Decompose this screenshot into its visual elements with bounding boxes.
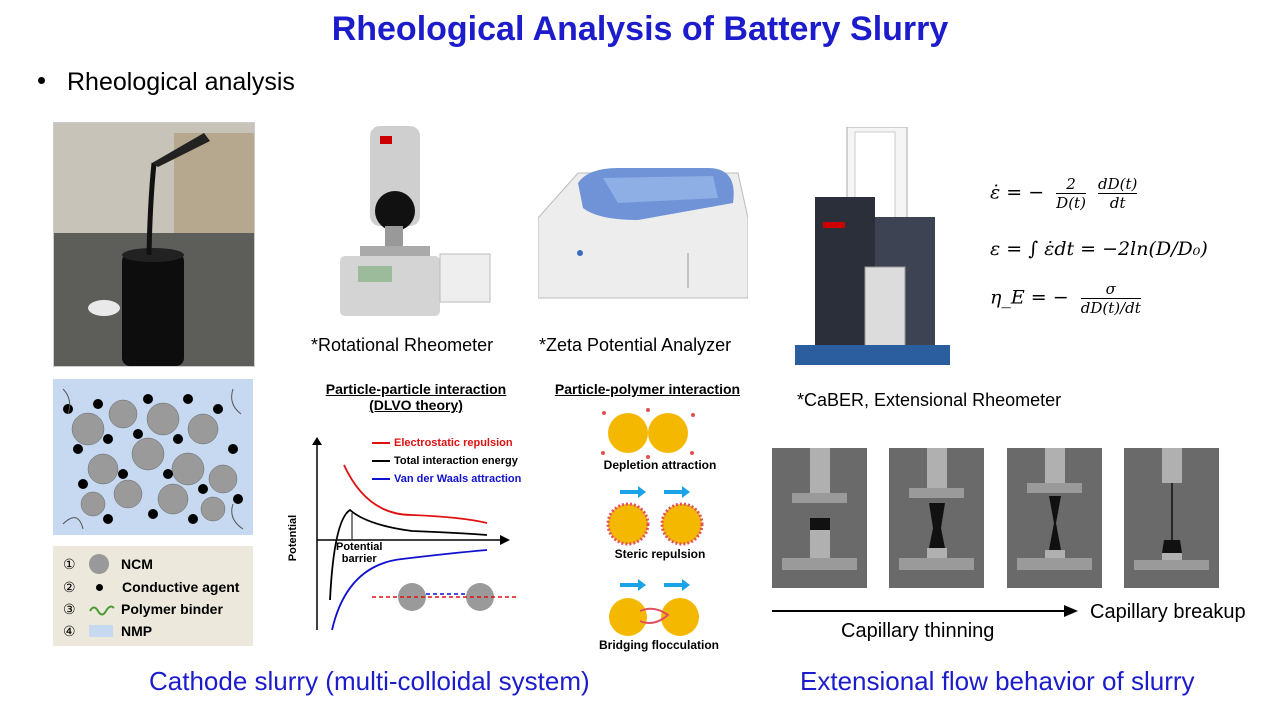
- potential-axis-label: Potential: [287, 514, 300, 562]
- eq1-den2: dt: [1109, 194, 1126, 212]
- eq1-fraction2: dD(t) dt: [1097, 175, 1138, 212]
- slide-title: Rheological Analysis of Battery Slurry: [331, 10, 949, 48]
- capillary-thinning-label: Capillary thinning: [841, 620, 995, 642]
- dlvo-heading-line2: (DLVO theory): [369, 397, 463, 413]
- rotational-rheometer-image: [340, 126, 491, 316]
- slurry-jar-photo: [53, 122, 255, 367]
- ncm-icon: [89, 554, 109, 574]
- van-der-waals-curve: [331, 549, 488, 631]
- capillary-arrow: [772, 605, 1078, 617]
- legend-number: ④: [63, 622, 76, 639]
- slurry-microstructure-diagram: [53, 379, 253, 535]
- legend-electrostatic: Electrostatic repulsion: [394, 437, 513, 449]
- legend-label: Conductive agent: [122, 579, 240, 595]
- strain-equation: ε = ∫ ε̇dt = −2ln(D/D₀): [990, 238, 1208, 260]
- capillary-frame-3: [1007, 448, 1102, 588]
- steric-repulsion-diagram: [606, 486, 704, 546]
- legend-number: ①: [63, 555, 76, 572]
- capillary-frame-1: [772, 448, 867, 588]
- conductive-agent-icon: [96, 583, 103, 591]
- bullet-item: Rheological analysis: [38, 68, 295, 97]
- extensional-viscosity-equation: η_E = − σ dD(t)/dt: [990, 280, 1141, 317]
- caber-image: [795, 127, 950, 365]
- legend-nmp: ④ NMP: [63, 621, 152, 641]
- dlvo-heading-line1: Particle-particle interaction: [325, 381, 507, 397]
- legend-total: Total interaction energy: [394, 455, 518, 467]
- extensional-flow-caption: Extensional flow behavior of slurry: [800, 666, 1195, 696]
- legend-ncm: ① NCM: [63, 554, 153, 574]
- legend-conductive: ② Conductive agent: [63, 577, 239, 597]
- depletion-label: Depletion attraction: [603, 458, 717, 472]
- cathode-slurry-caption: Cathode slurry (multi-colloidal system): [149, 666, 590, 696]
- electrostatic-repulsion-curve: [343, 464, 488, 524]
- eq1-num2: dD(t): [1097, 175, 1138, 194]
- zeta-analyzer-image: [538, 168, 748, 299]
- eq1-den: D(t): [1056, 194, 1086, 212]
- bridging-flocculation-diagram: [609, 579, 699, 636]
- depletion-attraction-diagram: [601, 408, 695, 459]
- dlvo-potential-plot: [312, 437, 517, 631]
- steric-label: Steric repulsion: [614, 547, 706, 561]
- eq3-num: σ: [1080, 280, 1141, 299]
- eq1-num: 2: [1056, 175, 1086, 194]
- eq1-fraction1: 2 D(t): [1056, 175, 1086, 212]
- zeta-analyzer-caption: *Zeta Potential Analyzer: [539, 335, 732, 355]
- legend-binder: ③ Polymer binder: [63, 599, 223, 619]
- bridging-label: Bridging flocculation: [599, 638, 719, 652]
- legend-label: NCM: [121, 556, 153, 572]
- eq3-fraction: σ dD(t)/dt: [1080, 280, 1141, 317]
- dlvo-heading: Particle-particle interaction (DLVO theo…: [310, 381, 522, 413]
- bullet-dot: [38, 76, 45, 84]
- eq1-lhs: ε̇ = −: [990, 181, 1045, 204]
- legend-box: ① NCM ② Conductive agent ③ Polymer binde…: [53, 546, 253, 646]
- rotational-rheometer-caption: *Rotational Rheometer: [311, 335, 494, 355]
- nmp-icon: [89, 625, 113, 637]
- capillary-frame-2: [889, 448, 984, 588]
- particle-polymer-heading: Particle-polymer interaction: [554, 381, 741, 397]
- eq3-den: dD(t)/dt: [1080, 299, 1141, 317]
- capillary-breakup-label: Capillary breakup: [1090, 601, 1246, 623]
- strain-rate-equation: ε̇ = − 2 D(t) dD(t) dt: [990, 175, 1138, 212]
- potential-barrier-label: Potential barrier: [336, 541, 382, 565]
- legend-number: ②: [63, 578, 76, 595]
- caber-caption: *CaBER, Extensional Rheometer: [797, 390, 1062, 410]
- legend-vdw: Van der Waals attraction: [394, 473, 522, 485]
- legend-label: Polymer binder: [121, 601, 223, 617]
- capillary-frame-4: [1124, 448, 1219, 588]
- polymer-binder-icon: [89, 605, 115, 616]
- total-energy-curve: [329, 508, 488, 601]
- legend-label: NMP: [121, 623, 153, 639]
- legend-number: ③: [63, 600, 76, 617]
- barrier-line2: barrier: [341, 553, 377, 565]
- barrier-line1: Potential: [336, 541, 383, 553]
- bullet-text: Rheological analysis: [67, 68, 295, 96]
- eq3-lhs: η_E = −: [990, 286, 1069, 309]
